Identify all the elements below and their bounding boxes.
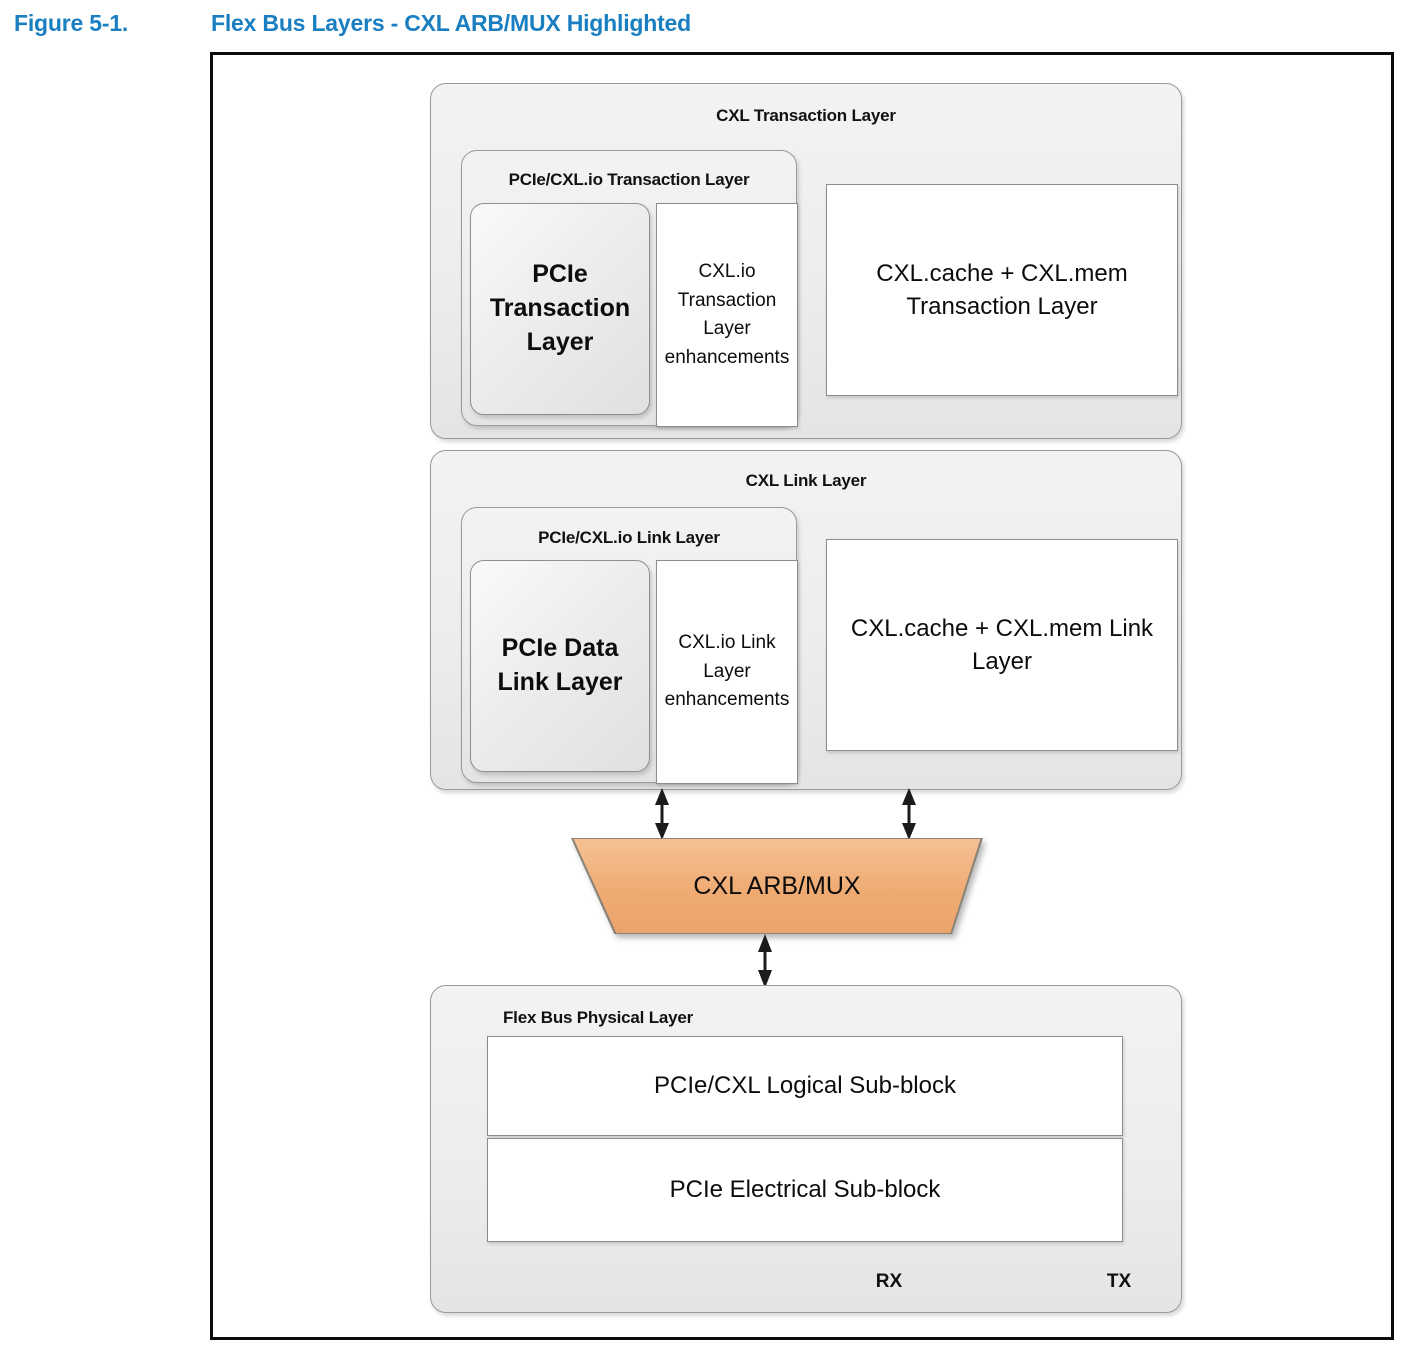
cxl-arb-mux-shape: CXL ARB/MUX <box>571 838 983 934</box>
cxlio-link-layer-enhancements-block: CXL.io Link Layer enhancements <box>656 560 798 784</box>
cxl-arb-mux-fill <box>573 839 981 933</box>
pcie-transaction-layer-block: PCIe Transaction Layer <box>470 203 650 415</box>
figure-title: Flex Bus Layers - CXL ARB/MUX Highlighte… <box>211 10 691 36</box>
pcie-data-link-layer-block: PCIe Data Link Layer <box>470 560 650 772</box>
flex-bus-physical-layer-title: Flex Bus Physical Layer <box>503 1008 694 1027</box>
arbmux-to-phy-arrow <box>758 934 772 988</box>
tx-label: TX <box>1106 1271 1132 1292</box>
figure-caption: Figure 5-1. Flex Bus Layers - CXL ARB/MU… <box>14 10 1014 42</box>
cxl-arb-mux-label: CXL ARB/MUX <box>693 871 861 900</box>
pcie-cxl-logical-sub-block: PCIe/CXL Logical Sub-block <box>487 1036 1123 1136</box>
pcie-cxlio-link-layer-title: PCIe/CXL.io Link Layer <box>538 528 720 547</box>
pcie-cxlio-transaction-layer-panel: PCIe/CXL.io Transaction Layer PCIe Trans… <box>461 150 798 427</box>
cxl-cache-mem-transaction-layer-block: CXL.cache + CXL.mem Transaction Layer <box>826 184 1178 396</box>
link-to-arbmux-left-arrow <box>655 788 669 840</box>
cxl-cache-mem-link-layer-block: CXL.cache + CXL.mem Link Layer <box>826 539 1178 751</box>
cxl-link-layer-title: CXL Link Layer <box>745 471 867 490</box>
pcie-electrical-sub-block: PCIe Electrical Sub-block <box>487 1138 1123 1242</box>
cxl-transaction-layer-panel: CXL Transaction Layer PCIe/CXL.io Transa… <box>430 83 1182 439</box>
cxlio-transaction-layer-enhancements-block: CXL.io Transaction Layer enhancements <box>656 203 798 427</box>
link-to-arbmux-right-arrow <box>902 788 916 840</box>
diagram-frame: CXL Transaction Layer PCIe/CXL.io Transa… <box>210 52 1394 1340</box>
flex-bus-physical-layer-panel: Flex Bus Physical Layer PCIe/CXL Logical… <box>430 985 1182 1313</box>
cxl-transaction-layer-title: CXL Transaction Layer <box>716 106 896 125</box>
rx-label: RX <box>875 1271 903 1292</box>
pcie-cxlio-link-layer-panel: PCIe/CXL.io Link Layer PCIe Data Link La… <box>461 507 798 784</box>
pcie-cxlio-transaction-layer-title: PCIe/CXL.io Transaction Layer <box>508 170 750 189</box>
cxl-link-layer-panel: CXL Link Layer PCIe/CXL.io Link Layer PC… <box>430 450 1182 790</box>
figure-number: Figure 5-1. <box>14 10 129 36</box>
